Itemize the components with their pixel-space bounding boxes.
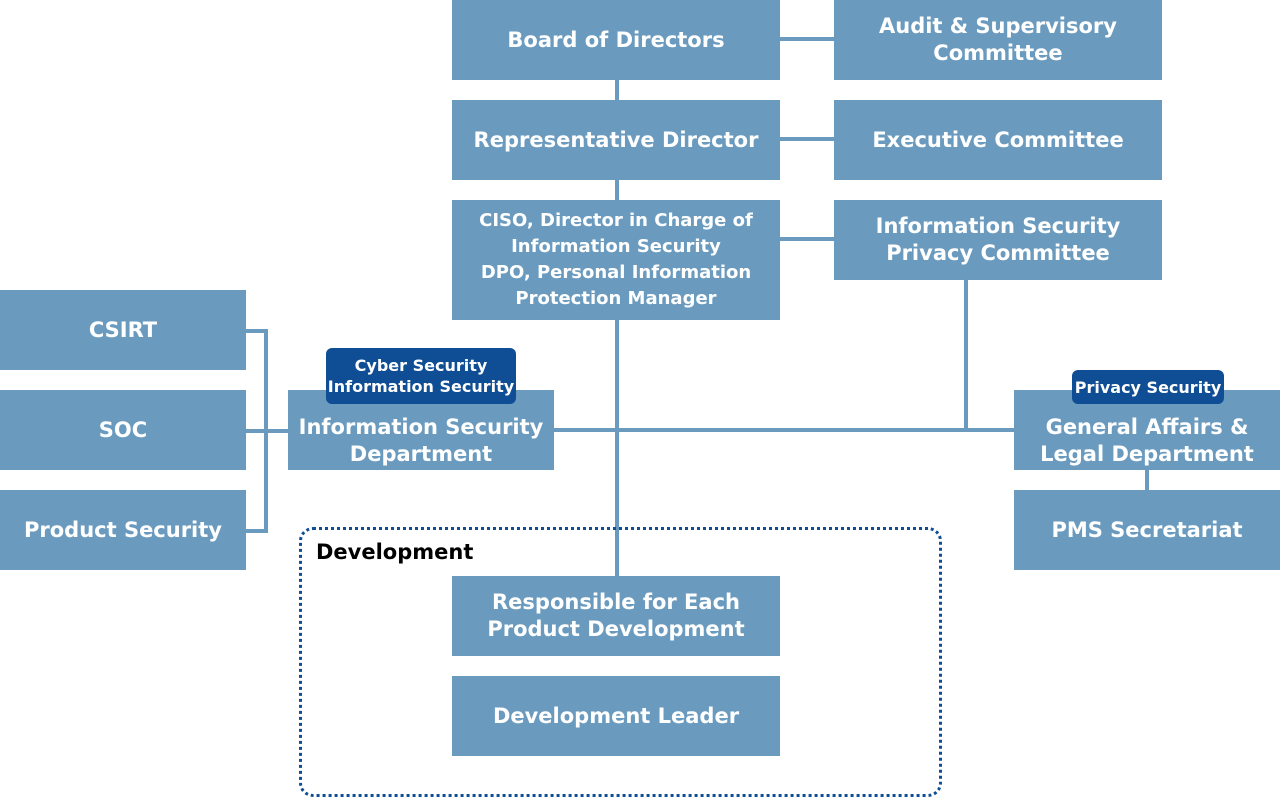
soc-label: SOC — [98, 417, 148, 442]
connector-horizontal-main — [554, 428, 1014, 432]
executive-committee-box: Executive Committee — [834, 100, 1162, 180]
board-of-directors-label: Board of Directors — [507, 27, 725, 52]
pms-secretariat-label: PMS Secretariat — [1051, 517, 1243, 542]
connector-ciso-trunk — [615, 320, 619, 576]
development-group-frame — [299, 527, 942, 797]
product-security-box: Product Security — [0, 490, 246, 570]
connector-board-audit — [780, 37, 834, 41]
connector-left-vertical — [264, 329, 268, 533]
development-leader-box: Development Leader — [452, 676, 780, 756]
product-security-label: Product Security — [23, 517, 222, 542]
general-affairs-legal-box: General Affairs & Legal Department — [1014, 390, 1280, 470]
responsible-product-development-label: Responsible for Each Product Development — [487, 590, 745, 641]
connector-representative-executive — [780, 137, 834, 141]
connector-ciso-privacy-committee — [780, 237, 834, 241]
connector-csirt-stub — [246, 329, 268, 333]
development-group-label: Development — [316, 540, 474, 564]
development-leader-label: Development Leader — [492, 703, 740, 728]
connector-privacy-committee-down — [964, 280, 968, 432]
ciso-box: CISO, Director in Charge of Information … — [452, 200, 780, 320]
cyber-security-badge: Cyber Security Information Security — [326, 348, 516, 404]
general-affairs-legal-label: General Affairs & Legal Department — [1040, 415, 1254, 466]
privacy-security-badge-label: Privacy Security — [1074, 377, 1222, 397]
soc-box: SOC — [0, 390, 246, 470]
connector-board-representative — [615, 80, 619, 100]
csirt-box: CSIRT — [0, 290, 246, 370]
cyber-security-badge-label: Cyber Security Information Security — [327, 356, 515, 396]
connector-product-security-stub — [246, 529, 268, 533]
responsible-product-development-box: Responsible for Each Product Development — [452, 576, 780, 656]
representative-director-label: Representative Director — [473, 127, 759, 152]
audit-committee-box: Audit & Supervisory Committee — [834, 0, 1162, 80]
connector-general-affairs-pms — [1145, 470, 1149, 490]
ciso-label: CISO, Director in Charge of Information … — [479, 210, 753, 309]
representative-director-box: Representative Director — [452, 100, 780, 180]
pms-secretariat-box: PMS Secretariat — [1014, 490, 1280, 570]
connector-representative-ciso — [615, 180, 619, 200]
board-of-directors-box: Board of Directors — [452, 0, 780, 80]
information-security-department-label: Information Security Department — [298, 415, 544, 466]
privacy-committee-label: Information Security Privacy Committee — [875, 214, 1121, 265]
privacy-security-badge: Privacy Security — [1072, 370, 1224, 404]
csirt-label: CSIRT — [88, 317, 158, 342]
audit-committee-label: Audit & Supervisory Committee — [879, 14, 1117, 65]
executive-committee-label: Executive Committee — [872, 127, 1124, 152]
privacy-committee-box: Information Security Privacy Committee — [834, 200, 1162, 280]
